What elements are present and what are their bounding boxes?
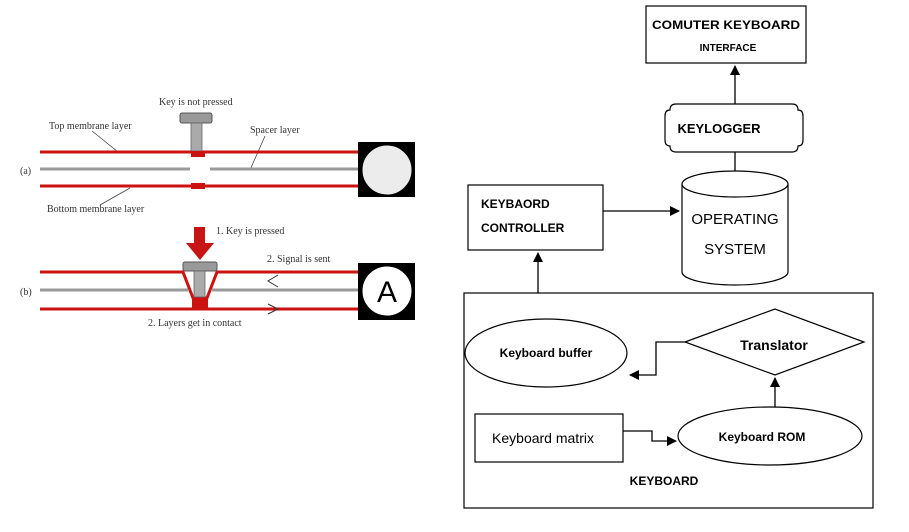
controller-line2: CONTROLLER	[481, 221, 565, 235]
press-arrow-shaft	[194, 227, 205, 243]
keylogger-label: KEYLOGGER	[677, 121, 761, 136]
membrane-illustration: (a) Key is not pressed Top membrane laye…	[20, 97, 415, 329]
keyboard-matrix-node	[474, 413, 624, 463]
controller-box	[467, 184, 604, 251]
label-b: (b)	[20, 287, 32, 298]
arrow-matrix-to-rom	[623, 430, 677, 446]
key-pressed-label: 1. Key is pressed	[216, 226, 284, 237]
os-cylinder-body	[681, 184, 789, 286]
panel-b: (b) 1. Key is pressed 2. Signal is sent …	[20, 226, 415, 329]
key-cap-a	[179, 112, 213, 124]
key-not-pressed-label: Key is not pressed	[159, 97, 233, 108]
translator-node	[683, 308, 866, 376]
os-line1: OPERATING	[691, 211, 778, 228]
interface-line1: COMUTER KEYBOARD	[652, 18, 800, 32]
top-membrane-label: Top membrane layer	[49, 121, 132, 132]
top-layer-leader	[91, 130, 119, 153]
interface-line2: INTERFACE	[700, 43, 757, 54]
spacer-layer-label: Spacer layer	[250, 125, 300, 136]
keylogger-flow-diagram: COMUTER KEYBOARD INTERFACE KEYLOGGER OPE…	[463, 5, 874, 509]
signal-sent-label: 2. Signal is sent	[267, 254, 331, 265]
os-line2: SYSTEM	[704, 241, 766, 258]
keyboard-buffer-label: Keyboard buffer	[500, 346, 593, 360]
indicator-circle-b	[361, 265, 413, 317]
bottom-layer-leader	[99, 187, 131, 206]
signal-arrow-left	[267, 274, 279, 288]
interface-box	[645, 5, 807, 64]
key-stem-b	[193, 270, 206, 298]
bottom-membrane-label: Bottom membrane layer	[47, 204, 145, 215]
key-contact-b	[192, 298, 208, 309]
output-letter: A	[377, 276, 397, 309]
keyboard-rom-node	[677, 406, 863, 466]
key-contact-bottom-a	[191, 183, 205, 189]
indicator-circle-a	[361, 144, 413, 196]
key-stem-a	[190, 122, 203, 152]
key-cap-b	[182, 261, 218, 272]
key-contact-top-a	[191, 151, 205, 157]
label-a: (a)	[20, 166, 31, 177]
signal-arrow-right	[267, 303, 280, 315]
press-arrow-head	[186, 243, 214, 260]
controller-line1: KEYBAORD	[481, 197, 550, 211]
keyboard-buffer-node	[464, 318, 628, 388]
panel-a: (a) Key is not pressed Top membrane laye…	[20, 97, 415, 215]
keylogger-box	[664, 103, 804, 153]
arrow-translator-to-buffer	[629, 341, 685, 380]
layers-contact-label: 2. Layers get in contact	[148, 318, 242, 329]
os-cylinder-top	[681, 170, 789, 198]
keyboard-rom-label: Keyboard ROM	[719, 430, 806, 444]
translator-label: Translator	[740, 337, 808, 353]
keyboard-matrix-label: Keyboard matrix	[492, 430, 594, 446]
keyboard-caption: KEYBOARD	[630, 474, 699, 488]
